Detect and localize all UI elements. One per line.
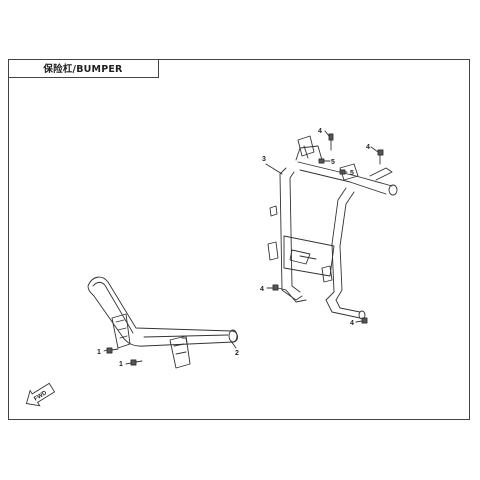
bolt-part-4-bottom (361, 317, 368, 324)
front-bumper-tube (87, 276, 239, 369)
fwd-arrow-icon: FWD (25, 382, 56, 407)
bolt-part-4-right (377, 149, 384, 165)
bolt-part-4-top (328, 133, 334, 151)
callout-2: 2 (235, 350, 239, 357)
callout-4-right: 4 (366, 144, 370, 151)
callout-1-b: 1 (119, 361, 123, 368)
nut-part-5-b (339, 169, 346, 175)
page-title: 保险杠/BUMPER (43, 64, 123, 75)
callout-3: 3 (262, 156, 266, 163)
bolt-part-1-a (106, 347, 119, 354)
rear-bumper-frame (267, 135, 398, 320)
bolt-part-1-b (130, 359, 143, 366)
nut-part-5-a (318, 158, 325, 164)
title-box: 保险杠/BUMPER (8, 59, 159, 78)
callout-4-bottom: 4 (350, 320, 354, 327)
callout-1-a: 1 (97, 349, 101, 356)
callout-5-b: 5 (350, 170, 354, 177)
callout-4-left: 4 (260, 286, 264, 293)
diagram-frame (8, 59, 470, 420)
bolt-part-4-left (272, 284, 287, 291)
callout-4-top: 4 (318, 128, 322, 135)
callout-5-a: 5 (331, 159, 335, 166)
